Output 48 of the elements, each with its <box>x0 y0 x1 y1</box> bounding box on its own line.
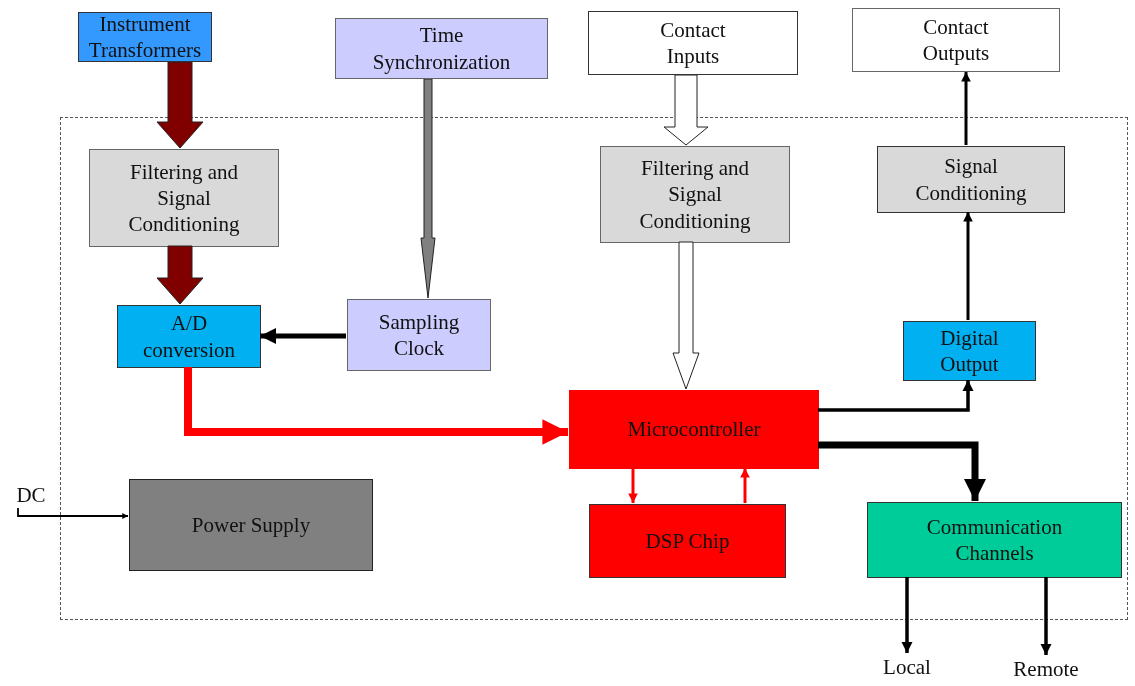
output-label: Local <box>883 653 931 681</box>
box-label: DSP Chip <box>645 527 730 555</box>
box-label: Power Supply <box>191 511 311 539</box>
box-label: A/D conversion <box>141 310 237 363</box>
box-label: Digital Output <box>939 324 1000 378</box>
box-label: Microcontroller <box>627 416 761 443</box>
arrow <box>260 328 346 344</box>
arrow <box>740 468 750 503</box>
output-label: Remote <box>1013 655 1079 683</box>
box-label: Instrument Transformers <box>87 10 203 64</box>
box-label: Signal Conditioning <box>914 153 1028 206</box>
block-arrow <box>672 241 700 390</box>
arrow <box>901 577 913 653</box>
box-label: Contact Outputs <box>921 13 991 67</box>
arrow <box>963 212 973 320</box>
process-box <box>600 146 790 243</box>
box-label: Communication Channels <box>925 513 1064 567</box>
process-box <box>129 479 373 571</box>
process-box <box>89 149 279 247</box>
arrow <box>17 507 129 519</box>
process-box <box>867 502 1122 578</box>
input-label: DC <box>16 481 46 509</box>
block-arrow <box>156 245 204 305</box>
process-box <box>903 321 1036 381</box>
process-box <box>877 146 1065 213</box>
process-box <box>589 504 786 578</box>
box-label: Contact Inputs <box>659 16 727 70</box>
box-label: Filtering and Signal Conditioning <box>638 155 752 234</box>
process-box <box>347 299 491 371</box>
system-boundary <box>60 117 1128 620</box>
box-label: Sampling Clock <box>377 308 461 362</box>
arrow <box>961 72 971 145</box>
box-label: Filtering and Signal Conditioning <box>127 158 241 238</box>
arrow <box>184 367 568 445</box>
input-box <box>588 11 798 75</box>
block-arrow <box>663 74 709 146</box>
arrow <box>1040 577 1052 655</box>
process-box <box>569 390 819 469</box>
block-arrow <box>156 61 204 149</box>
block-arrow <box>420 78 436 299</box>
input-box <box>335 18 548 79</box>
arrow <box>818 380 974 412</box>
box-label: Time Synchronization <box>371 22 512 75</box>
input-box <box>78 12 212 62</box>
process-box <box>117 305 261 368</box>
output-box <box>852 8 1060 72</box>
arrow <box>818 441 987 501</box>
arrow <box>628 468 638 503</box>
